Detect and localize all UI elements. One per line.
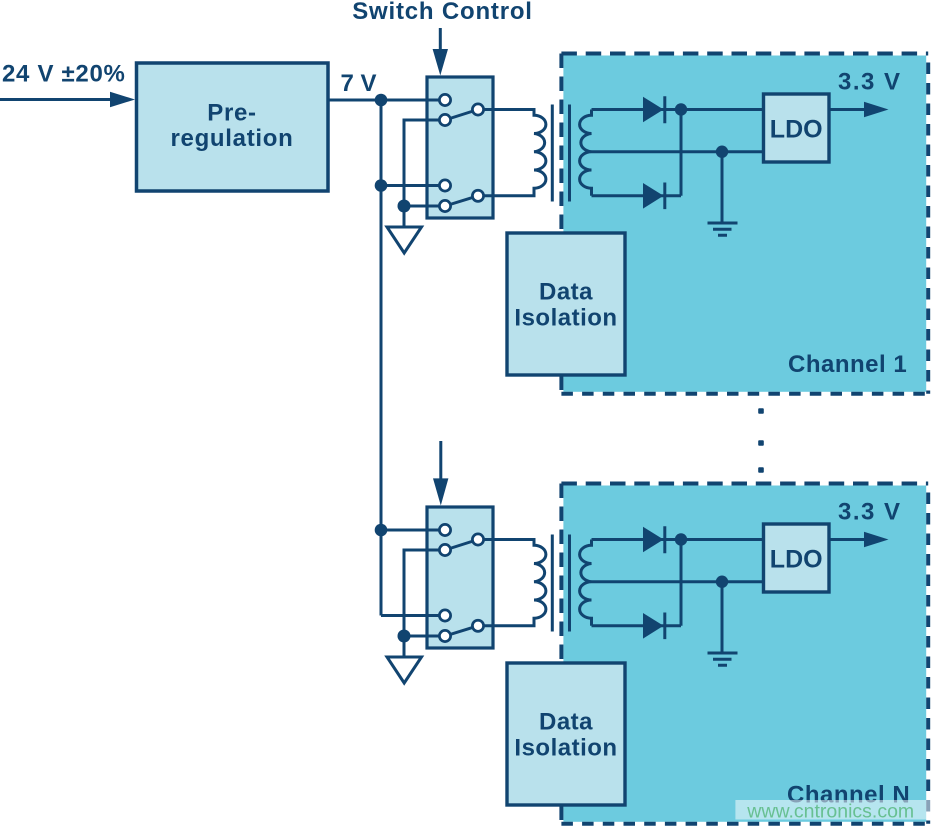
svg-text:regulation: regulation xyxy=(170,125,293,152)
svg-text:Pre-: Pre- xyxy=(207,100,257,127)
svg-text:Switch Control: Switch Control xyxy=(352,0,533,25)
svg-text:Channel 1: Channel 1 xyxy=(788,351,907,378)
svg-text:www.cntronics.com: www.cntronics.com xyxy=(746,801,914,823)
svg-text:7 V: 7 V xyxy=(341,70,377,97)
svg-text:24 V ±20%: 24 V ±20% xyxy=(2,61,126,88)
